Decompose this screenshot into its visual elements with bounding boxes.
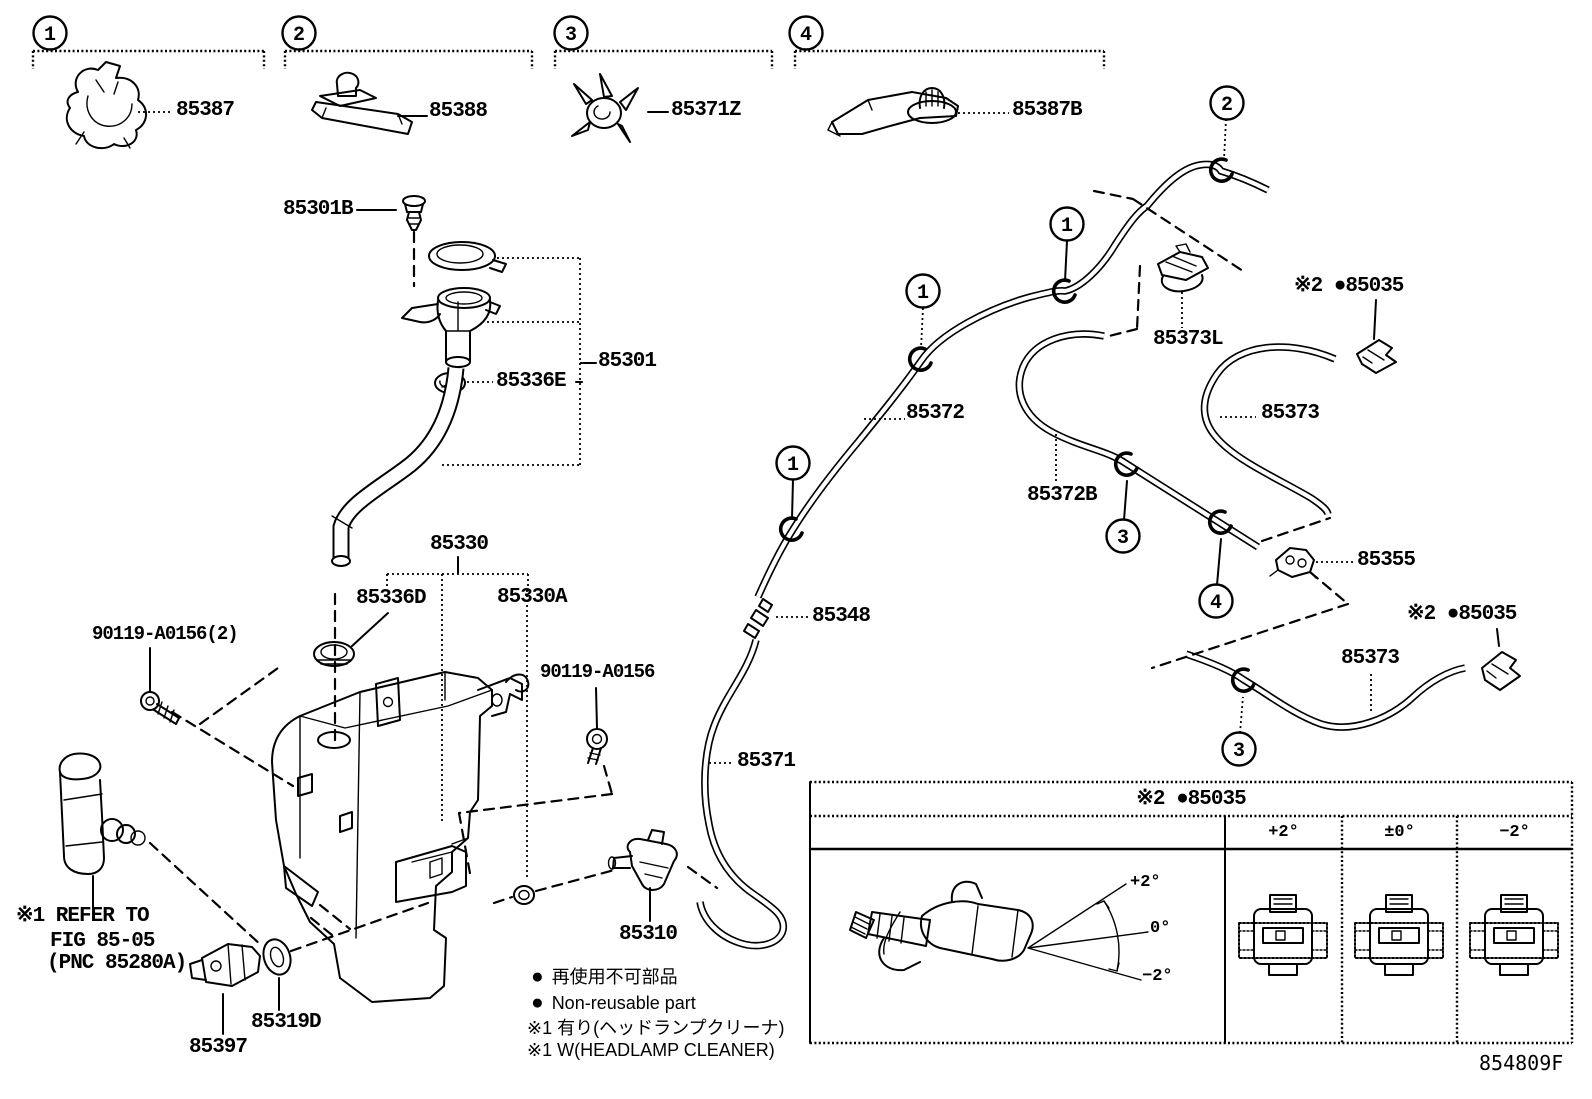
hose-85372-drawing <box>754 160 1270 599</box>
refer-note-line2: FIG 85-05 <box>50 930 155 953</box>
part-label-85355: 85355 <box>1357 549 1416 572</box>
callout-number: 1 <box>1061 215 1073 238</box>
callout-number: 1 <box>787 454 799 477</box>
clip-85301b-drawing <box>402 195 426 231</box>
grommet-85319d-drawing <box>262 938 292 976</box>
leader-lines-dotted <box>138 111 1372 764</box>
bracket-85330 <box>386 556 529 880</box>
headlamp-pump-drawing <box>58 752 146 875</box>
callout-number: 3 <box>1233 740 1245 763</box>
part-label-85348: 85348 <box>812 605 871 628</box>
part-label-85330: 85330 <box>430 533 489 556</box>
part-label-90119-a0156-2: 90119-A0156(2) <box>92 623 239 645</box>
refer-note-line1: ※1 REFER TO <box>16 905 150 928</box>
pump-85310-drawing <box>607 829 678 891</box>
callout-number: 3 <box>1117 527 1129 550</box>
callout-circles: 1 2 3 4 1 1 1 2 3 4 3 <box>32 15 1257 767</box>
part-label-85336d: 85336D <box>356 587 427 610</box>
table-connector-views <box>1238 894 1559 976</box>
part-label-85371z: 85371Z <box>671 99 742 122</box>
part-label-85319d: 85319D <box>251 1011 322 1034</box>
callout-number: 2 <box>1221 94 1233 117</box>
callout-number: 1 <box>44 24 56 47</box>
screw-90119-left-drawing <box>140 691 180 725</box>
table-col-zero: ±0° <box>1384 823 1415 842</box>
connector-85035-upper-drawing <box>1356 339 1397 374</box>
fan-label-plus2: +2° <box>1130 873 1161 892</box>
part-label-85336e: 85336E <box>496 370 567 393</box>
part-label-85387b: 85387B <box>1012 99 1083 122</box>
table-col-plus2: +2° <box>1268 823 1299 842</box>
part-label-85301: 85301 <box>598 350 657 373</box>
part-85397-drawing <box>189 943 261 987</box>
part-label-85373-upper: 85373 <box>1261 402 1320 425</box>
hose-85371-drawing <box>696 639 788 950</box>
bullet-icon: ● <box>531 991 544 1014</box>
part-label-85035-upper: ※2 ●85035 <box>1294 275 1404 298</box>
legend-headlamp-jp: ※1 有り(ヘッドランプクリーナ) <box>527 1018 785 1038</box>
group-brackets <box>31 49 1106 69</box>
fan-label-zero: 0° <box>1150 919 1171 938</box>
tank-drawing <box>271 671 530 1003</box>
part-label-85372b: 85372B <box>1027 484 1098 507</box>
legend-headlamp-en: ※1 W(HEADLAMP CLEANER) <box>527 1040 775 1060</box>
callout-number: 2 <box>293 24 305 47</box>
fan-label-minus2: −2° <box>1142 967 1173 986</box>
clip-85371z-drawing <box>571 73 639 143</box>
hose-85373-upper-drawing <box>1200 343 1337 516</box>
part-label-85373-lower: 85373 <box>1341 647 1400 670</box>
legend-nonreusable-jp: ● 再使用不可部品 <box>531 966 678 987</box>
legend-nonreusable-en: ● Non-reusable part <box>531 992 696 1013</box>
part-label-85330a: 85330A <box>497 586 568 609</box>
part-label-85371: 85371 <box>737 750 796 773</box>
duct-85387b-drawing <box>827 87 959 137</box>
legend-text: Non-reusable part <box>551 993 696 1013</box>
table-title: ※2 ●85035 <box>1136 788 1246 811</box>
clip-85388-drawing <box>311 71 413 135</box>
filler-hose-drawing <box>331 367 465 567</box>
cap-drawing <box>428 241 507 273</box>
clip-85387-drawing <box>65 61 147 150</box>
fitting-85348-drawing <box>743 598 773 639</box>
part-label-90119-a0156: 90119-A0156 <box>540 661 655 683</box>
part-label-85388: 85388 <box>429 100 488 123</box>
callout-number: 4 <box>1210 592 1222 615</box>
connector-85035-lower-drawing <box>1481 651 1521 691</box>
part-label-85397: 85397 <box>189 1036 248 1059</box>
callout-number: 1 <box>917 282 929 305</box>
figure-code: 854809F <box>1479 1051 1564 1075</box>
callout-number: 3 <box>565 24 577 47</box>
hose-85373-lower-drawing <box>1184 650 1466 731</box>
hose-clip-rings <box>778 157 1256 693</box>
part-label-85310: 85310 <box>619 923 678 946</box>
table-nozzle-drawing <box>849 880 1034 972</box>
part-label-85373l: 85373L <box>1153 328 1224 351</box>
part-label-85387: 85387 <box>176 99 235 122</box>
part-label-85301b: 85301B <box>283 198 354 221</box>
part-label-85372: 85372 <box>906 402 965 425</box>
dashed-assembly-lines <box>148 189 1350 953</box>
bullet-icon: ● <box>531 965 544 988</box>
part-label-85035-lower: ※2 ●85035 <box>1407 603 1517 626</box>
table-angle-fan <box>1027 883 1149 981</box>
legend-text: 再使用不可部品 <box>551 967 678 987</box>
callout-number: 4 <box>800 24 812 47</box>
screw-90119-right-drawing <box>586 728 608 765</box>
bracket-85301 <box>442 257 597 466</box>
grommet-tank-outlet-drawing <box>513 885 535 905</box>
table-col-minus2: −2° <box>1499 823 1530 842</box>
filler-neck-drawing <box>401 287 501 368</box>
clip-85355-drawing <box>1269 547 1317 579</box>
leader-lines-solid <box>92 111 1500 1035</box>
refer-note-line3: (PNC 85280A) <box>47 952 187 975</box>
nozzle-85373l-drawing <box>1157 243 1209 293</box>
spec-table-borders <box>809 780 1574 1045</box>
hose-85372b-drawing <box>1015 330 1261 551</box>
